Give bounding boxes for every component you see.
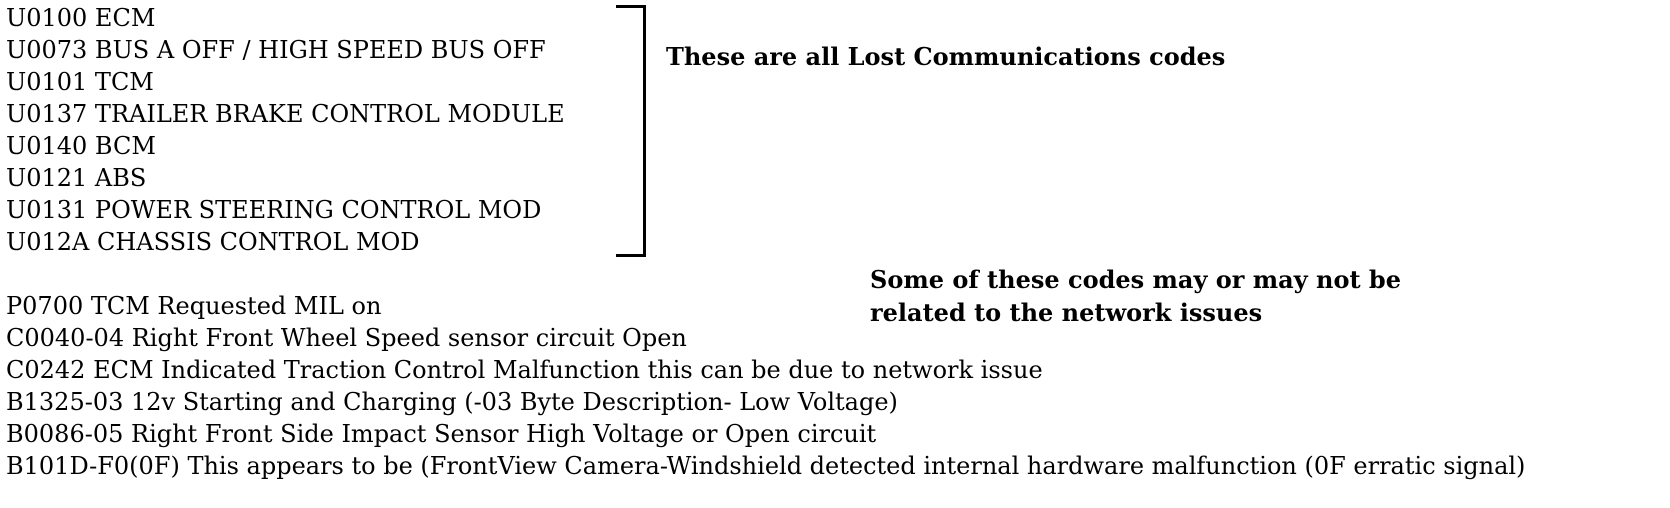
- code-line: U0101 TCM: [6, 68, 154, 96]
- code-line: P0700 TCM Requested MIL on: [6, 292, 382, 320]
- code-line: U012A CHASSIS CONTROL MOD: [6, 228, 420, 256]
- other-code-list: P0700 TCM Requested MIL on C0040-04 Righ…: [6, 290, 1525, 482]
- code-line: U0073 BUS A OFF / HIGH SPEED BUS OFF: [6, 36, 546, 64]
- network-note-line: related to the network issues: [870, 298, 1263, 327]
- code-line: U0140 BCM: [6, 132, 156, 160]
- code-line: U0121 ABS: [6, 164, 147, 192]
- network-note-line: Some of these codes may or may not be: [870, 265, 1401, 294]
- code-line: U0137 TRAILER BRAKE CONTROL MODULE: [6, 100, 565, 128]
- code-line: C0040-04 Right Front Wheel Speed sensor …: [6, 324, 687, 352]
- network-issues-note: Some of these codes may or may not be re…: [870, 263, 1401, 329]
- grouping-bracket: [616, 5, 646, 257]
- code-line: B101D-F0(0F) This appears to be (FrontVi…: [6, 452, 1526, 480]
- code-line: B0086-05 Right Front Side Impact Sensor …: [6, 420, 877, 448]
- code-line: U0100 ECM: [6, 4, 156, 32]
- lost-communications-code-list: U0100 ECM U0073 BUS A OFF / HIGH SPEED B…: [6, 2, 565, 258]
- code-line: C0242 ECM Indicated Traction Control Mal…: [6, 356, 1043, 384]
- lost-communications-note: These are all Lost Communications codes: [666, 42, 1226, 71]
- code-line: B1325-03 12v Starting and Charging (-03 …: [6, 388, 898, 416]
- code-line: U0131 POWER STEERING CONTROL MOD: [6, 196, 542, 224]
